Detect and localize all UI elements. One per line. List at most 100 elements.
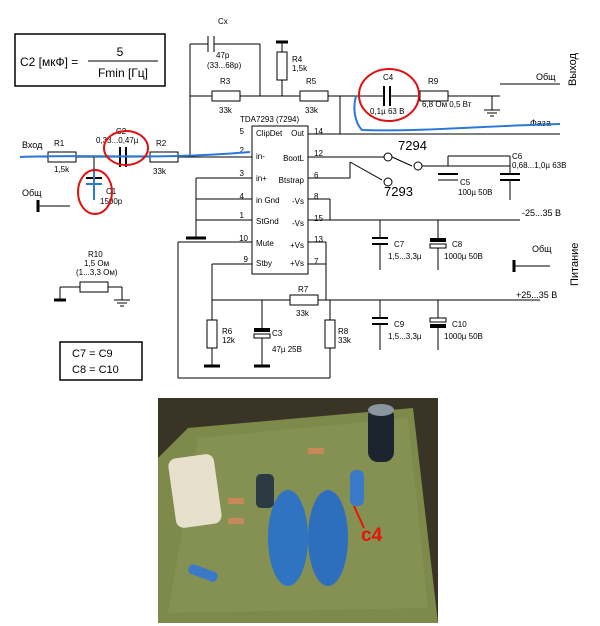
label-output: Выход: [567, 53, 579, 86]
cx-name: Cx: [218, 17, 228, 26]
c5-name: C5: [460, 178, 471, 187]
formula-numerator: 5: [117, 45, 124, 59]
r8-name: R8: [338, 327, 349, 336]
pin-name-stgnd: StGnd: [256, 217, 279, 226]
label-gnd-supply: Общ: [532, 244, 552, 254]
c10-value: 1000µ 50B: [444, 332, 483, 341]
pin-num-4: 4: [240, 192, 245, 201]
pin-name-btstrap: Btstrap: [279, 176, 305, 185]
r7-value: 33k: [296, 309, 310, 318]
pin-name-stby: Stby: [256, 259, 272, 268]
r3-value: 33k: [219, 106, 233, 115]
pin-name-pos-vs-7: +Vs: [290, 259, 304, 268]
r10-value: 1,5 Ом: [84, 259, 109, 268]
c6-name: C6: [512, 152, 523, 161]
r7-name: R7: [298, 285, 309, 294]
pin-name-mute: Mute: [256, 239, 274, 248]
label-pos-rail: +25...35 B: [516, 290, 557, 300]
pin-num-6: 6: [314, 171, 319, 180]
blue-trace-c1: [86, 168, 102, 200]
pcb-photo: c4: [158, 398, 438, 623]
r5-value: 33k: [305, 106, 319, 115]
pin-num-13: 13: [314, 235, 323, 244]
r5-name: R5: [306, 77, 317, 86]
r6-name: R6: [222, 327, 233, 336]
label-gnd-input: Общ: [22, 188, 42, 198]
red-circle-c4: [358, 68, 420, 122]
c7-value: 1,5...3,3µ: [388, 252, 422, 261]
formula-lhs: C2 [мкФ] =: [20, 55, 78, 69]
c2-value: 0,33...0,47µ: [96, 136, 139, 145]
equality-c7-c9: C7 = C9: [72, 348, 113, 360]
r10-name: R10: [88, 250, 103, 259]
label-neg-rail: -25...35 B: [522, 208, 561, 218]
pin-num-12: 12: [314, 149, 323, 158]
c9-name: C9: [394, 320, 405, 329]
pin-name-pos-vs-13: +Vs: [290, 241, 304, 250]
pin-num-9: 9: [244, 255, 249, 264]
left-wiring: R6 12k R7 33k C3 47µ 25B R8 33k: [177, 177, 540, 379]
pin-name-out: Out: [291, 129, 305, 138]
c6-value: 0,68...1,0µ 63B: [512, 161, 566, 170]
c5-value: 100µ 50B: [458, 188, 492, 197]
supply-wiring: 7294 7293 C5 100µ 50B C6 0,68...1,0µ 63B…: [308, 138, 581, 350]
schematic-diagram: C2 [мкФ] = 5 Fmin [Гц] TDA7293 (7294) 5 …: [14, 17, 581, 381]
pin-name-in-minus: in-: [256, 152, 265, 161]
pin-num-14: 14: [314, 127, 323, 136]
pin-num-10: 10: [239, 234, 248, 243]
label-input: Вход: [22, 140, 43, 150]
c7-name: C7: [394, 240, 405, 249]
c8-name: C8: [452, 240, 463, 249]
cx-value: 47p: [216, 51, 230, 60]
cx-range: (33...68p): [207, 61, 242, 70]
r9-value: 6,8 Ом 0,5 Вт: [422, 100, 472, 109]
r8-value: 33k: [338, 336, 352, 345]
r1-name: R1: [54, 139, 65, 148]
pin-num-15: 15: [314, 214, 323, 223]
pin-num-2: 2: [240, 146, 245, 155]
blue-trace-input: [19, 151, 251, 158]
zobel-network: C4 0,1µ 63 B R9 6,8 Ом 0,5 Вт Общ: [370, 72, 560, 117]
pin-name-neg-vs-8: -Vs: [292, 197, 304, 206]
equality-c8-c10: C8 = C10: [72, 364, 119, 376]
equalities-box: C7 = C9 C8 = C10: [59, 341, 143, 381]
pin-name-bootl: BootL: [283, 154, 304, 163]
c4-name: C4: [383, 73, 394, 82]
feedback-network: Cx 47p (33...68p) R3 33k R4 1,5k R5 33k: [189, 17, 384, 157]
r6-value: 12k: [222, 336, 236, 345]
label-power: Питание: [569, 243, 581, 286]
r2-name: R2: [156, 139, 167, 148]
c9-value: 1,5...3,3µ: [388, 332, 422, 341]
r3-name: R3: [220, 77, 231, 86]
pin-num-1: 1: [240, 211, 245, 220]
r1-value: 1,5k: [54, 165, 70, 174]
selector-7294: 7294: [398, 138, 427, 153]
label-phase: Фаза: [530, 118, 551, 128]
c8-value: 1000µ 50B: [444, 252, 483, 261]
r9-name: R9: [428, 77, 439, 86]
c4-value: 0,1µ 63 B: [370, 107, 404, 116]
pcb-photo-drawing: [158, 398, 438, 623]
pin-num-5: 5: [240, 127, 245, 136]
r10-range: (1...3,3 Ом): [76, 268, 118, 277]
pin-name-in-gnd: in Gnd: [256, 196, 280, 205]
pin-num-3: 3: [240, 169, 245, 178]
formula-box: C2 [мкФ] = 5 Fmin [Гц]: [14, 33, 166, 87]
c3-value: 47µ 25B: [272, 345, 302, 354]
pin-name-neg-vs-15: -Vs: [292, 219, 304, 228]
pin-num-7: 7: [314, 257, 319, 266]
chip-title: TDA7293 (7294): [240, 115, 299, 124]
red-circle-c1: [77, 169, 113, 215]
pin-name-in-plus: in+: [256, 174, 267, 183]
r10-block: R10 1,5 Ом (1...3,3 Ом): [54, 250, 130, 307]
label-gnd-top: Общ: [536, 72, 556, 82]
c10-name: C10: [452, 320, 467, 329]
r4-value: 1,5k: [292, 64, 308, 73]
ic-tda7293: TDA7293 (7294) 5 ClipDet 2 in- 3 in+ 4 i…: [239, 115, 323, 275]
selector-7293: 7293: [384, 184, 413, 199]
r4-name: R4: [292, 55, 303, 64]
photo-c4-label: c4: [361, 525, 383, 546]
pin-name-clipdet: ClipDet: [256, 129, 283, 138]
c3-name: C3: [272, 329, 283, 338]
formula-denominator: Fmin [Гц]: [98, 66, 148, 80]
